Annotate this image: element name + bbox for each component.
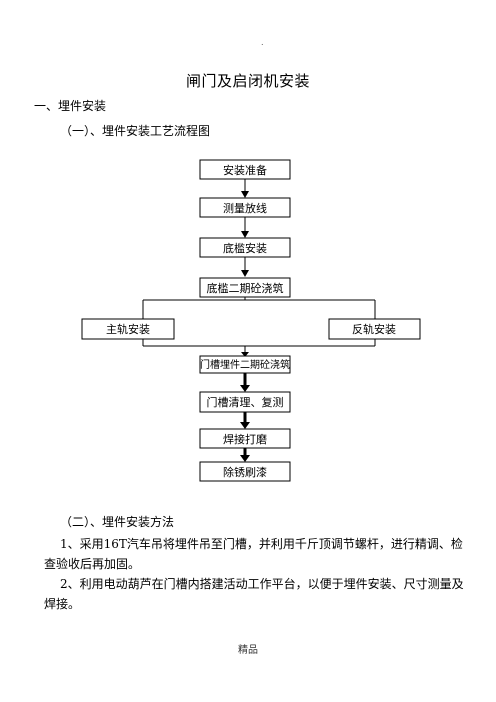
flow-step-label: 安装准备 bbox=[223, 163, 267, 177]
flow-branch-main-rail: 主轨安装 bbox=[81, 318, 175, 340]
header-mark: . bbox=[261, 38, 264, 47]
flow-step-label: 焊接打磨 bbox=[223, 432, 267, 446]
flow-step-welding-grinding: 焊接打磨 bbox=[199, 428, 291, 449]
flow-branch-reverse-rail: 反轨安装 bbox=[328, 318, 421, 340]
subsection-heading-flowchart: （一）、埋件安装工艺流程图 bbox=[60, 124, 211, 138]
flow-step-label: 门槽埋件二期砼浇筑 bbox=[200, 358, 290, 371]
document-title: 闸门及启闭机安装 bbox=[185, 72, 310, 90]
flow-step-label: 底槛二期砼浇筑 bbox=[207, 281, 284, 295]
flow-step-label: 底槛安装 bbox=[223, 241, 267, 255]
flow-step-label: 门槽清理、复测 bbox=[207, 395, 284, 409]
flow-step-slot-concrete: 门槽埋件二期砼浇筑 bbox=[199, 355, 291, 374]
flow-step-preparation: 安装准备 bbox=[199, 159, 291, 180]
flow-step-label: 反轨安装 bbox=[352, 322, 396, 336]
subsection-heading-method: （二）、埋件安装方法 bbox=[60, 515, 175, 529]
flow-step-rust-painting: 除锈刷漆 bbox=[199, 461, 291, 482]
flow-step-survey: 测量放线 bbox=[199, 197, 291, 218]
flow-step-sill-install: 底槛安装 bbox=[199, 237, 291, 258]
footer-label: 精品 bbox=[238, 645, 258, 656]
flow-step-label: 主轨安装 bbox=[106, 322, 150, 336]
flow-step-label: 测量放线 bbox=[223, 201, 267, 215]
paragraph-crane-method: 1、采用16T汽车吊将埋件吊至门槽，并利用千斤顶调节螺杆，进行精调、检查验收后再… bbox=[44, 537, 463, 571]
process-flowchart: 安装准备 测量放线 底槛安装 底槛二期砼浇筑 主轨安装 反轨安装 门槽埋件二期砼… bbox=[81, 159, 421, 482]
flow-step-label: 除锈刷漆 bbox=[223, 465, 267, 479]
flow-step-sill-concrete: 底槛二期砼浇筑 bbox=[199, 277, 291, 298]
paragraph-hoist-platform: 2、利用电动葫芦在门槽内搭建活动工作平台，以便于埋件安装、尺寸测量及焊接。 bbox=[44, 577, 464, 611]
flow-step-cleanup-recheck: 门槽清理、复测 bbox=[199, 391, 291, 413]
section-heading-embedded-parts: 一、埋件安装 bbox=[34, 99, 107, 113]
